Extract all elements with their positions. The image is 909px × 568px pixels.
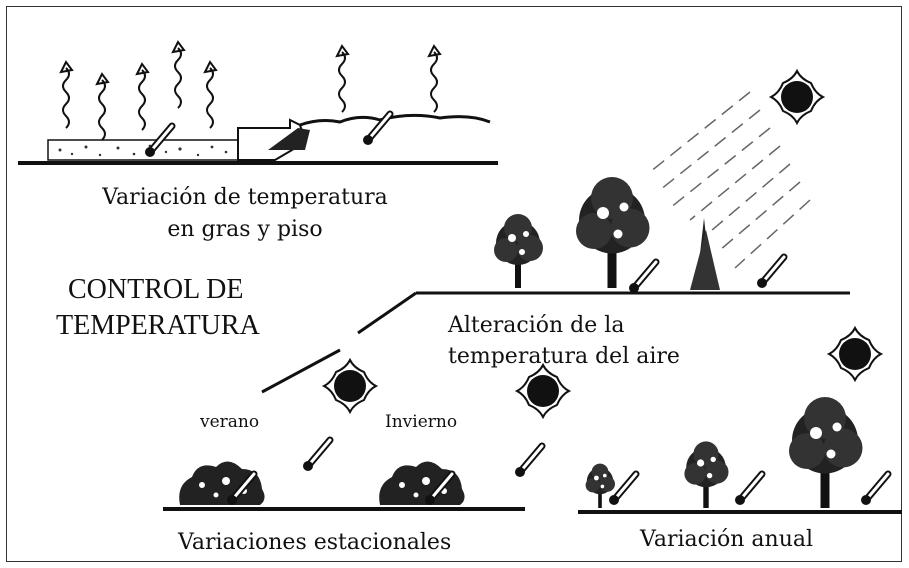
title-line2: TEMPERATURA — [56, 310, 260, 341]
air-caption-line2: temperatura del aire — [448, 344, 680, 369]
summer-label: verano — [200, 412, 260, 432]
seasonal-caption: Variaciones estacionales — [178, 530, 452, 555]
seasonal-panel — [163, 348, 570, 511]
annual-caption: Variación anual — [640, 527, 814, 552]
title-line1: CONTROL DE — [68, 274, 244, 305]
air-temperature-panel — [357, 70, 850, 335]
grass-floor-panel — [18, 41, 498, 165]
annual-panel — [578, 327, 902, 514]
grass-floor-caption-line1: Variación de temperatura — [102, 185, 388, 210]
winter-label: Invierno — [385, 412, 458, 432]
diagram-frame — [6, 6, 902, 562]
air-caption-line1: Alteración de la — [448, 313, 625, 338]
grass-floor-caption-line2: en gras y piso — [167, 217, 323, 242]
